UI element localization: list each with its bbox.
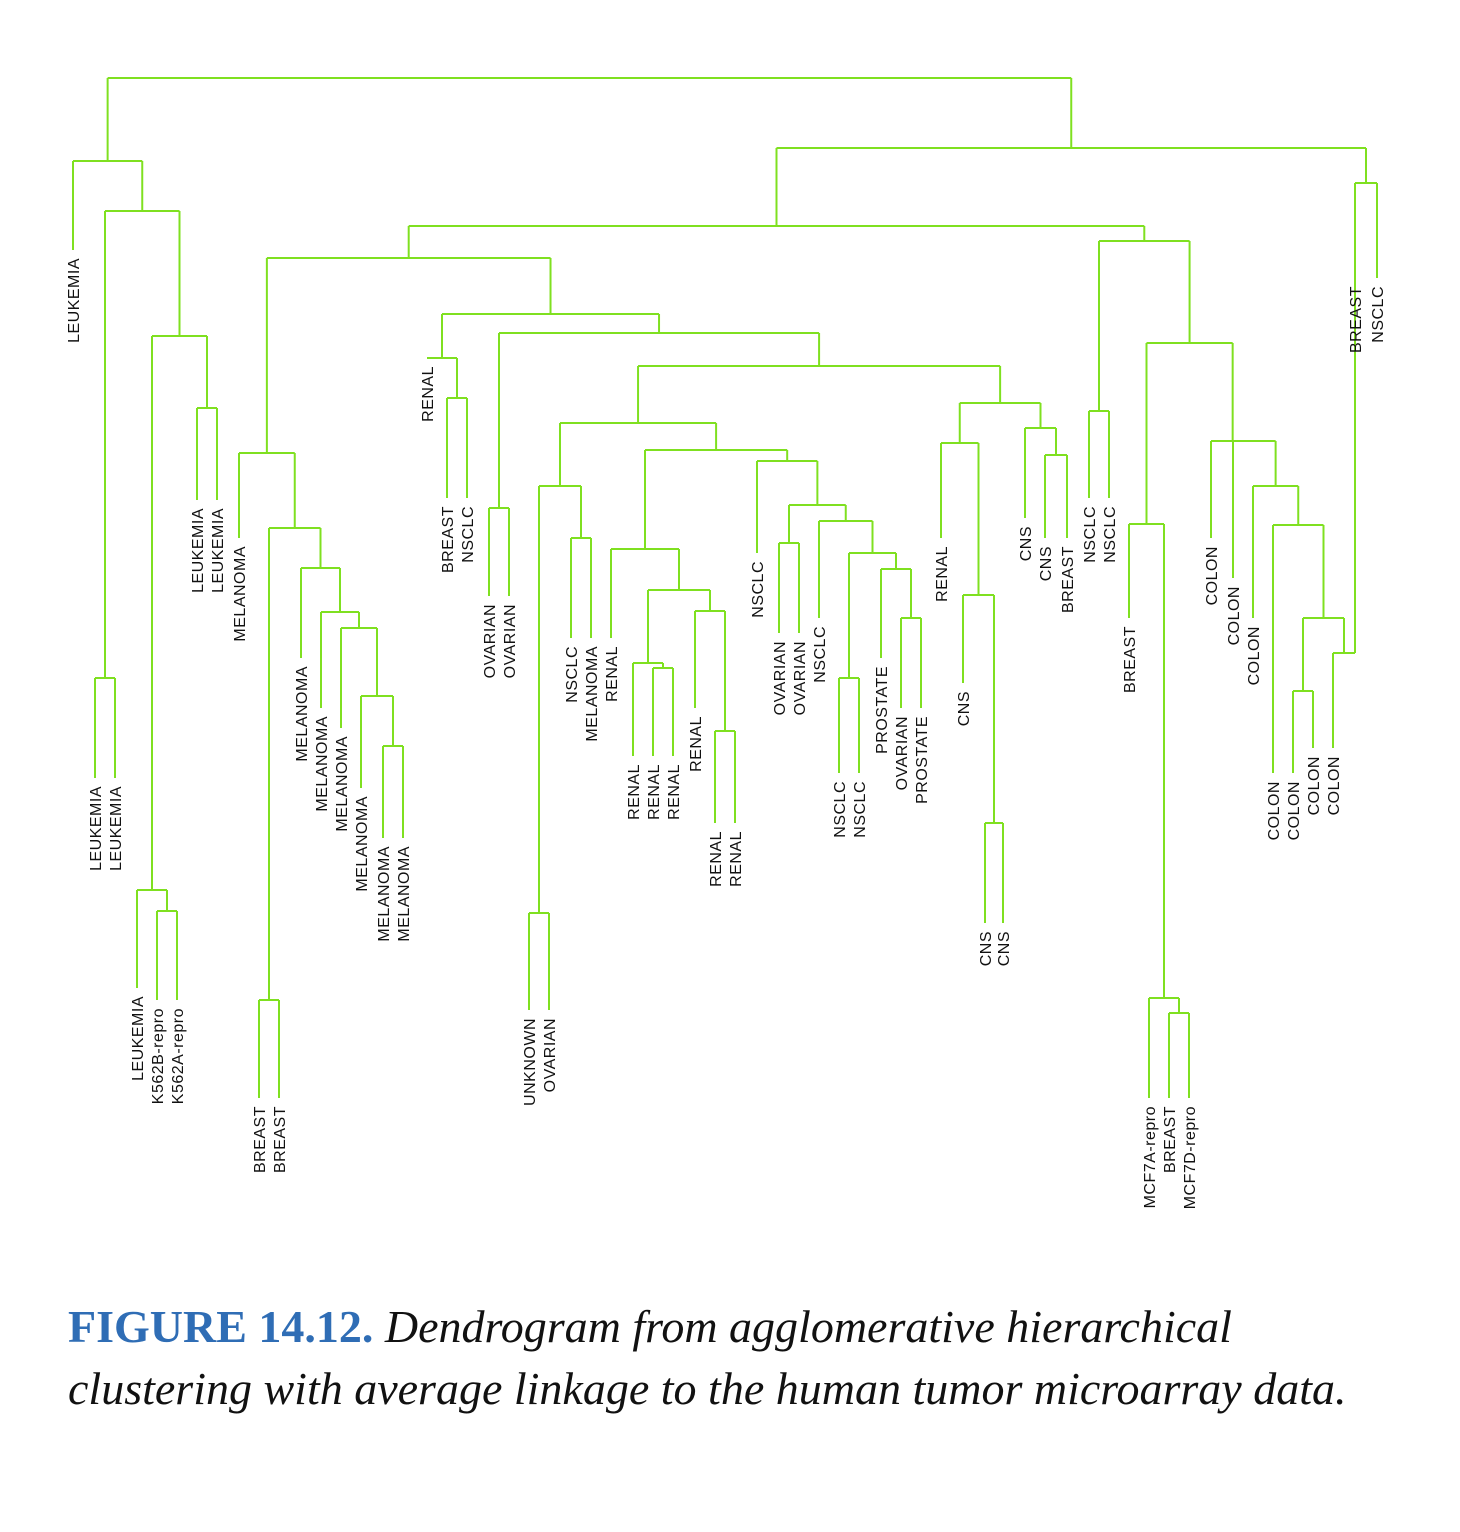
leaf-label: MELANOMA xyxy=(314,716,331,812)
leaf-label: BREAST xyxy=(1060,546,1077,613)
figure-caption-text: Dendrogram from agglomerative hierarchic… xyxy=(68,1301,1347,1414)
leaf-label: LEUKEMIA xyxy=(210,508,227,593)
leaf-label: OVARIAN xyxy=(502,604,519,678)
leaf-label: LEUKEMIA xyxy=(108,786,125,871)
leaf-label: MELANOMA xyxy=(584,646,601,742)
leaf-label: NSCLC xyxy=(1082,506,1099,563)
leaf-label: RENAL xyxy=(934,546,951,602)
leaf-label: RENAL xyxy=(646,764,663,820)
leaf-label: MCF7D-repro xyxy=(1182,1106,1199,1209)
leaf-label: MCF7A-repro xyxy=(1142,1106,1159,1208)
leaf-label: RENAL xyxy=(626,764,643,820)
leaf-label: PROSTATE xyxy=(874,666,891,754)
leaf-label: OVARIAN xyxy=(894,716,911,790)
leaf-label: CNS xyxy=(1018,526,1035,561)
leaf-label: CNS xyxy=(978,931,995,966)
leaf-label: OVARIAN xyxy=(792,641,809,715)
leaf-label: BREAST xyxy=(252,1106,269,1173)
leaf-label: PROSTATE xyxy=(914,716,931,804)
leaf-label: NSCLC xyxy=(750,561,767,618)
leaf-label: UNKNOWN xyxy=(522,1018,539,1106)
leaf-label: RENAL xyxy=(420,366,437,422)
leaf-label: RENAL xyxy=(728,831,745,887)
leaf-label: MELANOMA xyxy=(376,846,393,942)
leaf-label: MELANOMA xyxy=(396,846,413,942)
leaf-label: LEUKEMIA xyxy=(88,786,105,871)
leaf-label: RENAL xyxy=(708,831,725,887)
leaf-label: MELANOMA xyxy=(294,666,311,762)
leaf-label: RENAL xyxy=(688,716,705,772)
leaf-label: K562B-repro xyxy=(150,1008,167,1104)
leaf-label: LEUKEMIA xyxy=(66,258,83,343)
leaf-label: MELANOMA xyxy=(334,736,351,832)
leaf-label: MELANOMA xyxy=(354,796,371,892)
leaf-label: OVARIAN xyxy=(482,604,499,678)
leaf-label: COLON xyxy=(1226,586,1243,645)
leaf-label: NSCLC xyxy=(852,781,869,838)
leaf-label: CNS xyxy=(956,691,973,726)
dendrogram-links xyxy=(72,77,1378,1098)
figure-label: FIGURE 14.12. xyxy=(68,1301,374,1352)
leaf-label: COLON xyxy=(1306,756,1323,815)
leaf-label: RENAL xyxy=(604,646,621,702)
leaf-label: NSCLC xyxy=(460,506,477,563)
leaf-label: LEUKEMIA xyxy=(190,508,207,593)
leaf-label: COLON xyxy=(1246,626,1263,685)
leaf-label: NSCLC xyxy=(564,646,581,703)
leaf-label: NSCLC xyxy=(812,626,829,683)
leaf-label: LEUKEMIA xyxy=(130,996,147,1081)
leaf-label: CNS xyxy=(1038,546,1055,581)
leaf-label: OVARIAN xyxy=(772,641,789,715)
leaf-label: COLON xyxy=(1266,781,1283,840)
leaf-label: CNS xyxy=(996,931,1013,966)
leaf-label: RENAL xyxy=(666,764,683,820)
leaf-label: NSCLC xyxy=(1370,286,1387,343)
leaf-label: COLON xyxy=(1326,756,1343,815)
leaf-label: OVARIAN xyxy=(542,1018,559,1092)
leaf-label: BREAST xyxy=(1122,626,1139,693)
leaf-label: NSCLC xyxy=(1102,506,1119,563)
leaf-label: MELANOMA xyxy=(232,546,249,642)
leaf-label: COLON xyxy=(1286,781,1303,840)
leaf-label: BREAST xyxy=(440,506,457,573)
leaf-label: NSCLC xyxy=(832,781,849,838)
leaf-label: COLON xyxy=(1204,546,1221,605)
leaf-label: BREAST xyxy=(272,1106,289,1173)
leaf-label: BREAST xyxy=(1162,1106,1179,1173)
leaf-label: BREAST xyxy=(1348,286,1365,353)
leaf-label: K562A-repro xyxy=(170,1008,187,1104)
figure-caption: FIGURE 14.12. Dendrogram from agglomerat… xyxy=(68,1296,1398,1420)
